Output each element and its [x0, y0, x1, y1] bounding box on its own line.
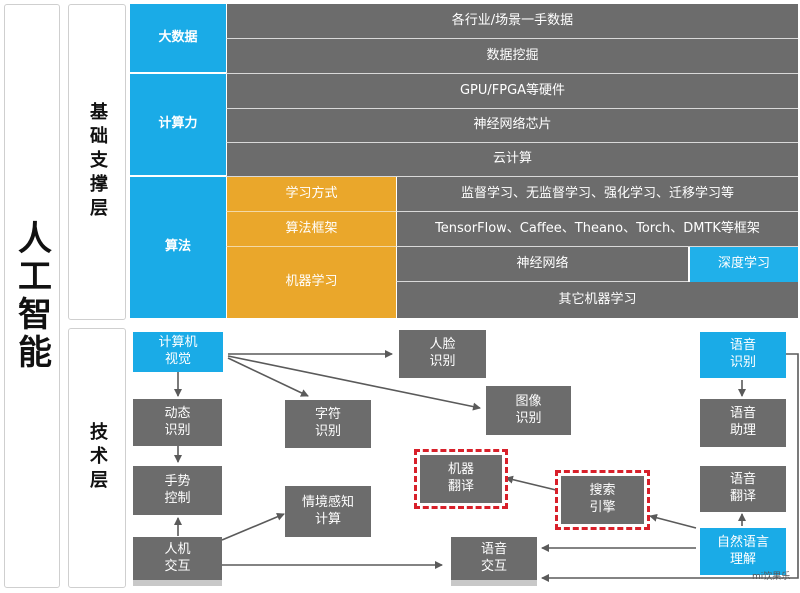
row-data-mining: 数据挖掘 — [226, 39, 798, 74]
box-computer-vision: 计算机 视觉 — [133, 332, 223, 372]
row-other-ml: 其它机器学习 — [396, 282, 798, 318]
box-motion-recognition: 动态 识别 — [133, 399, 222, 446]
box-speech-recognition: 语音 识别 — [700, 332, 786, 378]
tech-layer-panel: 技术层 — [68, 328, 126, 588]
box-voice-interaction: 语音 交互 — [451, 537, 537, 586]
group-label-compute: 计算力 — [130, 74, 226, 177]
box-character-recognition: 字符 识别 — [285, 400, 371, 448]
row-neural-network: 神经网络 — [396, 247, 688, 282]
foundation-layer-panel: 基础支撑层 — [68, 4, 126, 320]
row-cloud: 云计算 — [226, 143, 798, 177]
row-deep-learning: 深度学习 — [688, 247, 798, 282]
row-nn-chip: 神经网络芯片 — [226, 109, 798, 143]
row-learning-mode: 监督学习、无监督学习、强化学习、迁移学习等 — [396, 177, 798, 212]
sub-label-machine-learning: 机器学习 — [226, 247, 396, 318]
box-machine-translation: 机器 翻译 — [414, 449, 508, 509]
box-human-computer-interaction: 人机 交互 — [133, 537, 222, 586]
row-framework: TensorFlow、Caffee、Theano、Torch、DMTK等框架 — [396, 212, 798, 247]
foundation-layer-label: 基础支撑层 — [87, 102, 108, 222]
arrow-search-mt — [505, 475, 557, 491]
group-label-algorithm: 算法 — [130, 177, 226, 318]
box-nlu: 自然语言 理解 — [700, 528, 786, 575]
sub-label-learning-mode: 学习方式 — [226, 177, 396, 212]
box-voice-assistant: 语音 助理 — [700, 399, 786, 447]
arrow-hci-context — [221, 513, 285, 541]
tech-layer-label: 技术层 — [87, 422, 108, 494]
box-image-recognition: 图像 识别 — [486, 386, 571, 435]
row-industry-data: 各行业/场景一手数据 — [226, 4, 798, 39]
box-gesture-control: 手势 控制 — [133, 466, 222, 515]
foundation-grid: 大数据 各行业/场景一手数据 数据挖掘 计算力 GPU/FPGA等硬件 神经网络… — [130, 4, 798, 318]
arrow-nlu-search — [649, 513, 697, 529]
row-gpu-fpga: GPU/FPGA等硬件 — [226, 74, 798, 109]
page-title: 人工智能 — [11, 220, 52, 372]
box-context-computing: 情境感知 计算 — [285, 486, 371, 537]
arrow-cv-char — [227, 357, 309, 397]
watermark: mi饮果乐 — [752, 572, 791, 582]
box-face-recognition: 人脸 识别 — [399, 330, 486, 378]
sub-label-framework: 算法框架 — [226, 212, 396, 247]
group-label-bigdata: 大数据 — [130, 4, 226, 74]
box-speech-translation: 语音 翻译 — [700, 466, 786, 512]
box-search-engine: 搜索 引擎 — [555, 470, 650, 530]
title-panel: 人工智能 — [4, 4, 60, 588]
